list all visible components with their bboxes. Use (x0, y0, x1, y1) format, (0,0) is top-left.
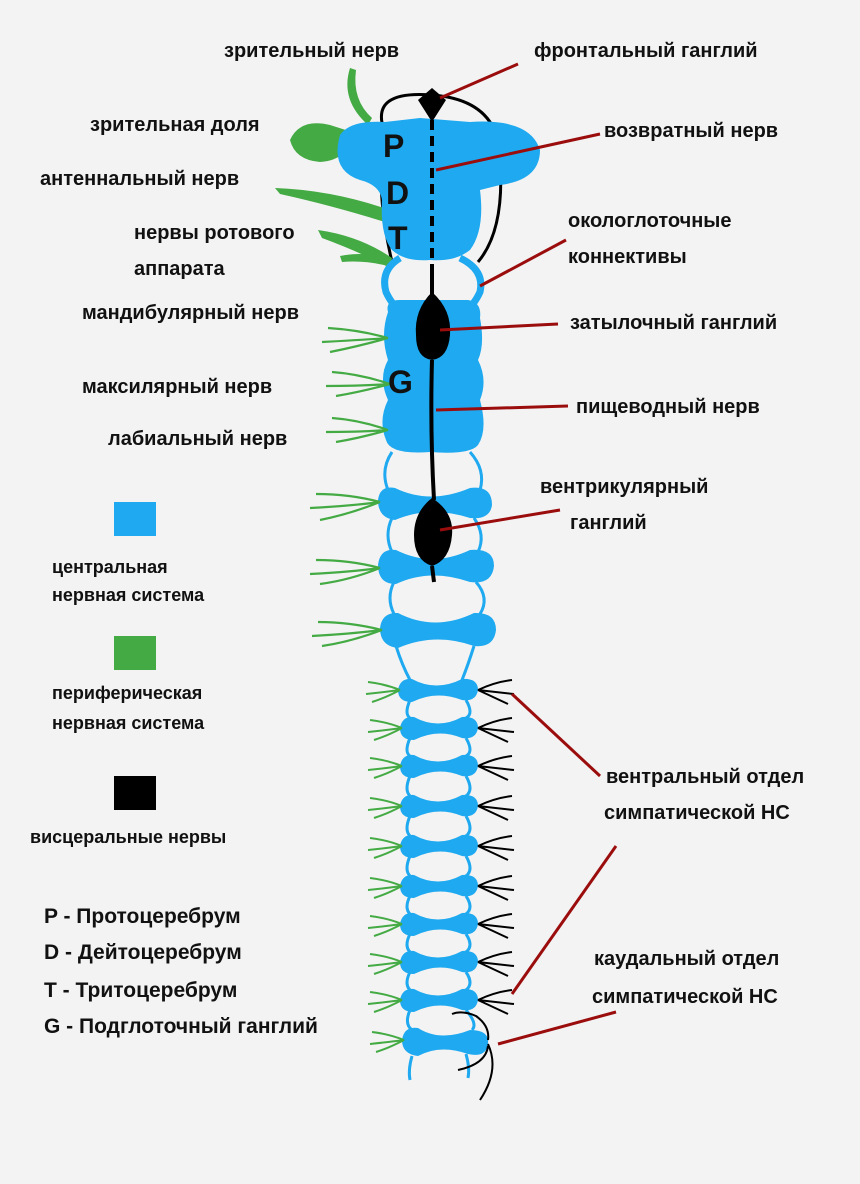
legend-swatch-peripheral (114, 636, 156, 670)
peripheral-nerve-fans (309, 326, 391, 648)
label-frontal-ganglion: фронтальный ганглий (534, 40, 758, 62)
visceral-nerves (414, 88, 453, 566)
segment-letter-t: T (388, 220, 408, 256)
legend-visceral: висцеральные нервы (30, 827, 227, 847)
segment-letter-g: G (388, 364, 413, 400)
legend-abbrev-t: T - Тритоцеребрум (44, 979, 238, 1002)
optic-nerve-shape (347, 68, 372, 125)
label-optic-lobe: зрительная доля (90, 114, 260, 136)
label-caudal-sympathetic-line1: каудальный отдел (594, 948, 780, 970)
legend-peripheral-line2: нервная система (52, 713, 205, 733)
label-caudal-sympathetic-line2: симпатической НС (592, 986, 778, 1008)
antennal-nerve-shape (275, 188, 385, 222)
legend-swatch-central (114, 502, 156, 536)
label-mouthparts-nerves-line1: нервы ротового (134, 222, 295, 244)
legend-swatch-visceral (114, 776, 156, 810)
legend-abbrev-g: G - Подглоточный ганглий (44, 1015, 318, 1038)
label-recurrent-nerve: возвратный нерв (604, 120, 779, 142)
esophageal-nerve-line (429, 266, 436, 583)
sympathetic-nerve-fans (451, 679, 515, 1101)
pointer-lines (435, 62, 618, 1046)
label-ventricular-ganglion-line2: ганглий (570, 512, 647, 534)
cord-connectives-upper (383, 451, 486, 681)
label-optic-nerve: зрительный нерв (224, 40, 400, 62)
abdominal-peripheral-fans (365, 681, 405, 1053)
legend-abbrev-d: D - Дейтоцеребрум (44, 941, 242, 964)
brain-shape (337, 118, 540, 261)
label-esophageal-nerve: пищеводный нерв (576, 396, 760, 418)
segment-letter-p: P (383, 128, 405, 164)
label-ventral-sympathetic-line1: вентральный отдел (606, 766, 805, 788)
label-mouthparts-nerves-line2: аппарата (134, 258, 225, 280)
mouthparts-nerve-shape (318, 230, 392, 268)
label-antennal-nerve: антеннальный нерв (40, 168, 240, 190)
optic-lobe-shape (290, 123, 352, 162)
label-ventral-sympathetic-line2: симпатической НС (604, 802, 790, 824)
label-ventricular-ganglion-line1: вентрикулярный (540, 476, 709, 498)
abdominal-ganglia (398, 678, 489, 1056)
label-maxillary-nerve: максилярный нерв (82, 376, 273, 398)
label-connectives-line2: коннективы (568, 246, 687, 268)
segment-letter-d: D (386, 175, 410, 211)
label-mandibular-nerve: мандибулярный нерв (82, 302, 299, 324)
label-connectives-line1: окологлоточные (568, 210, 732, 232)
legend-central-line1: центральная (52, 557, 168, 577)
legend-abbrev-p: P - Протоцеребрум (44, 905, 241, 928)
legend-central-line2: нервная система (52, 585, 205, 605)
legend-peripheral-line1: периферическая (52, 683, 203, 703)
label-occipital-ganglion: затылочный ганглий (570, 312, 778, 334)
label-labial-nerve: лабиальный нерв (108, 428, 288, 450)
brain-outline (379, 92, 503, 263)
